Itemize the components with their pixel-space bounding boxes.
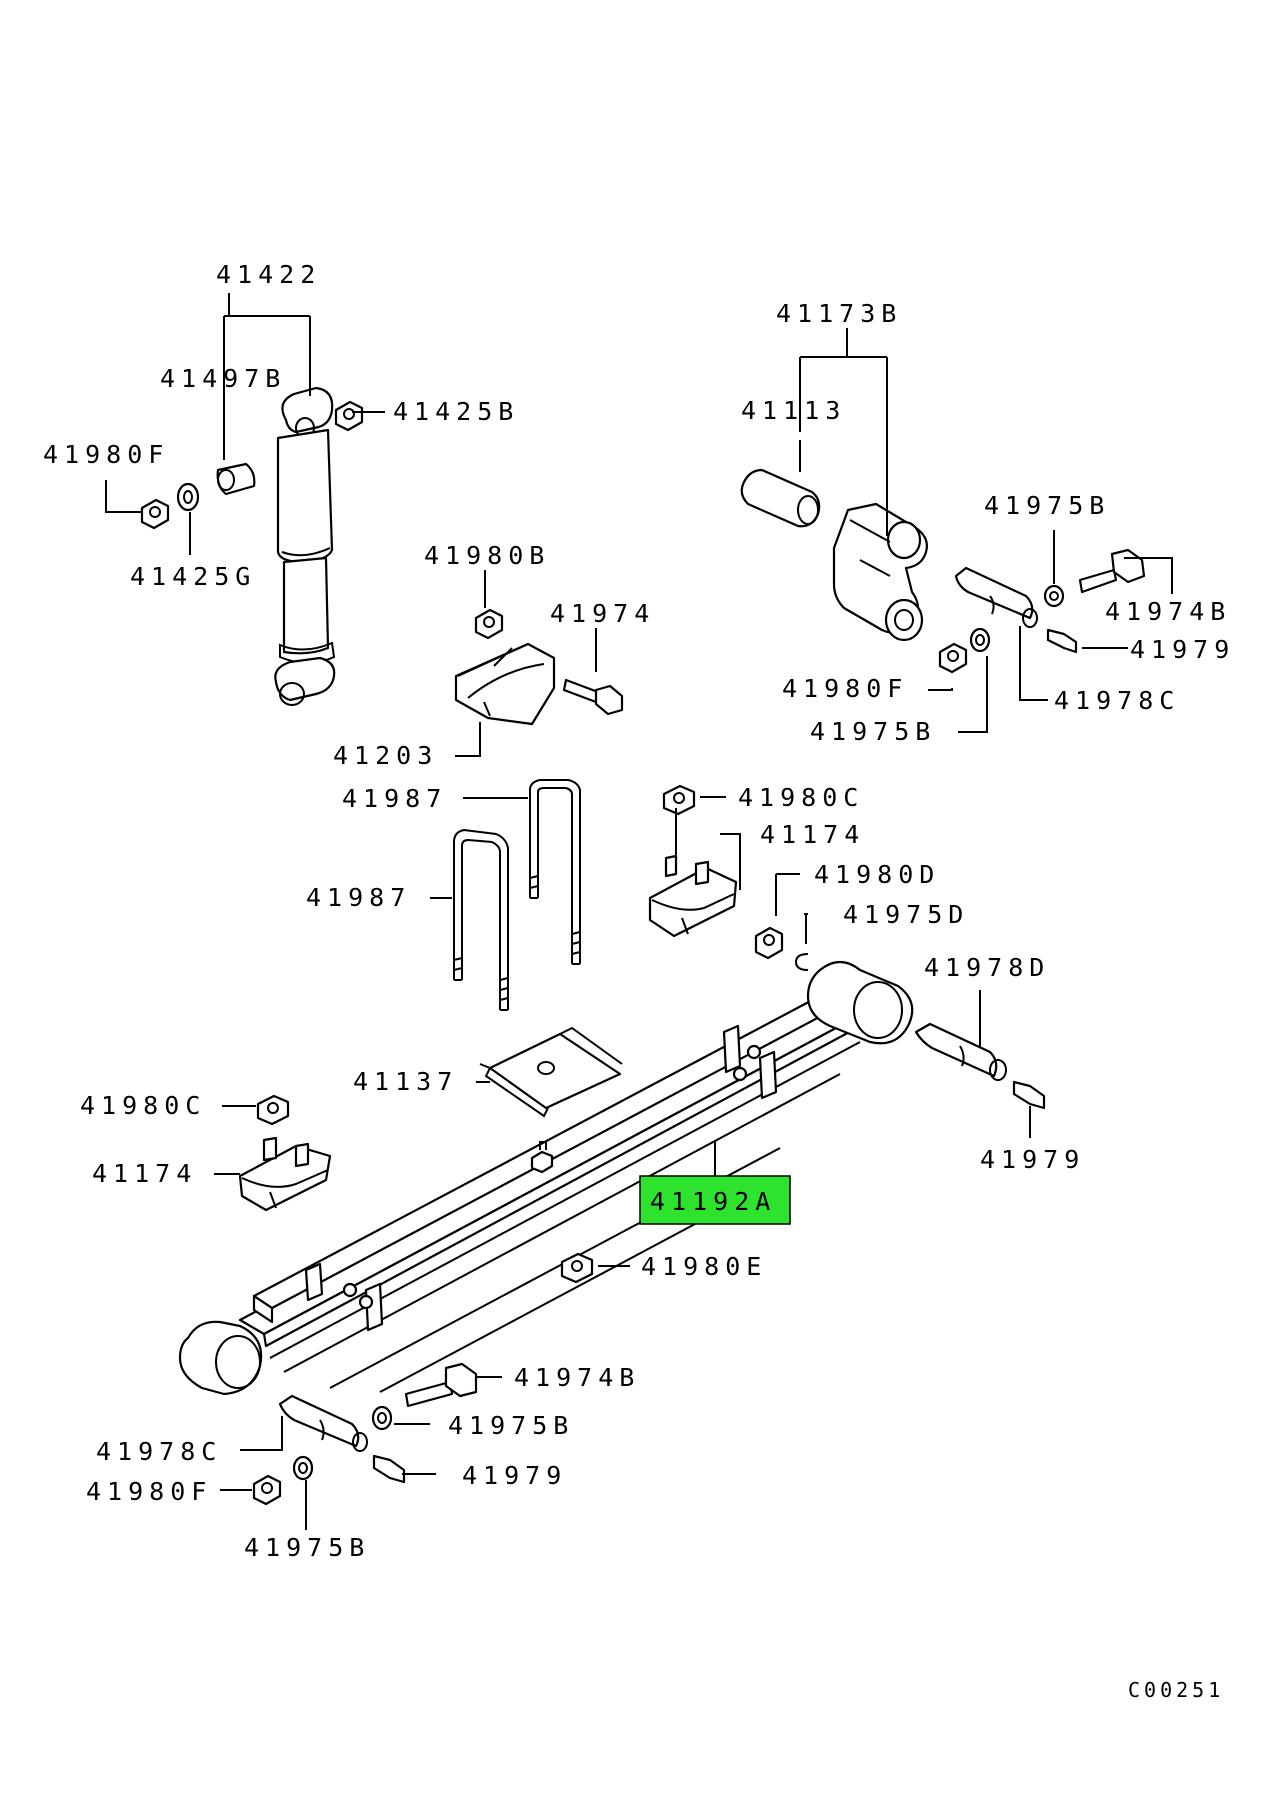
bushing-41497B[interactable] (216, 462, 256, 496)
callout-41173B: 41173B (776, 299, 902, 328)
u-bolt-41987-rear[interactable] (529, 779, 581, 965)
callout-41203: 41203 (333, 741, 438, 770)
bumper-41203[interactable] (454, 642, 556, 726)
callout-41975B: 41975B (244, 1533, 370, 1562)
nut-41980E[interactable] (560, 1252, 594, 1284)
callout-41979: 41979 (980, 1145, 1085, 1174)
spring-seat-41174-bottom[interactable] (238, 1136, 332, 1212)
callout-41497B: 41497B (160, 364, 286, 393)
callout-41980F: 41980F (43, 440, 169, 469)
callout-41975B: 41975B (810, 717, 936, 746)
callout-41978C: 41978C (96, 1437, 222, 1466)
pin-41978C-bottom[interactable] (278, 1394, 368, 1452)
callout-41980D: 41980D (814, 860, 940, 889)
nut-41980D[interactable] (754, 926, 784, 960)
callout-41979: 41979 (462, 1461, 567, 1490)
callout-41137: 41137 (353, 1067, 458, 1096)
washer-41425G[interactable] (176, 482, 200, 512)
callout-41978C: 41978C (1054, 686, 1180, 715)
nut-41980F-shock[interactable] (140, 498, 170, 530)
grease-fitting-41979-front[interactable] (1012, 1080, 1046, 1110)
u-bolt-41987-front[interactable] (453, 828, 509, 1011)
shackle-41173B[interactable] (832, 502, 928, 642)
bolt-41974B-bottom[interactable] (404, 1362, 478, 1408)
callout-41974B: 41974B (1105, 597, 1231, 626)
callout-41980F: 41980F (782, 674, 908, 703)
callout-41980C: 41980C (738, 783, 864, 812)
callout-41975B: 41975B (448, 1411, 574, 1440)
callout-41425B: 41425B (393, 397, 519, 426)
callout-41987: 41987 (306, 883, 411, 912)
leaf-spring-41192A[interactable] (178, 960, 914, 1396)
bolt-41974[interactable] (562, 678, 624, 716)
diagram-code: C00251 (1128, 1678, 1224, 1702)
callout-41174: 41174 (760, 820, 865, 849)
callout-41974: 41974 (550, 599, 655, 628)
callout-41975B: 41975B (984, 491, 1110, 520)
nut-41980B[interactable] (474, 608, 504, 640)
callout-41978D: 41978D (924, 953, 1050, 982)
nut-41980F-bottom[interactable] (252, 1474, 282, 1506)
nut-41980C-bottom[interactable] (256, 1094, 290, 1126)
highlight-box-41192A (639, 1175, 791, 1225)
bolt-41974B-shackle[interactable] (1078, 548, 1146, 594)
callout-41113: 41113 (741, 396, 846, 425)
nut-41980F-shackle[interactable] (938, 642, 968, 674)
callout-41980E: 41980E (641, 1252, 767, 1281)
nut-41425B[interactable] (334, 400, 364, 432)
callout-41980F: 41980F (86, 1477, 212, 1506)
callout-41979: 41979 (1130, 635, 1235, 664)
callout-41980B: 41980B (424, 541, 550, 570)
callout-41987: 41987 (342, 784, 447, 813)
pin-41978C-shackle[interactable] (954, 566, 1038, 628)
washer-41975B-shackle-top[interactable] (1043, 584, 1065, 608)
callout-41975D: 41975D (843, 900, 969, 929)
center-plate-41137[interactable] (479, 1026, 623, 1118)
callout-41422: 41422 (216, 260, 321, 289)
callout-41192A: 41192A (650, 1187, 776, 1216)
clip-41975D[interactable] (794, 953, 809, 971)
grease-fitting-41979-bottom[interactable] (372, 1454, 406, 1484)
nut-41980C-top[interactable] (662, 784, 696, 816)
callout-41174: 41174 (92, 1159, 197, 1188)
washer-41975B-shackle-bottom[interactable] (969, 627, 991, 653)
washer-41975B-bottom-left[interactable] (292, 1455, 314, 1481)
washer-41975B-bottom-right[interactable] (371, 1405, 393, 1431)
callout-41425G: 41425G (130, 562, 256, 591)
shock-absorber-41422[interactable] (274, 386, 336, 706)
pin-41978D[interactable] (914, 1022, 1007, 1081)
callout-41980C: 41980C (80, 1091, 206, 1120)
spring-seat-41174-top[interactable] (648, 854, 738, 938)
grease-fitting-41979-shackle[interactable] (1046, 628, 1078, 654)
bushing-41113[interactable] (740, 468, 821, 528)
callout-41974B: 41974B (514, 1363, 640, 1392)
